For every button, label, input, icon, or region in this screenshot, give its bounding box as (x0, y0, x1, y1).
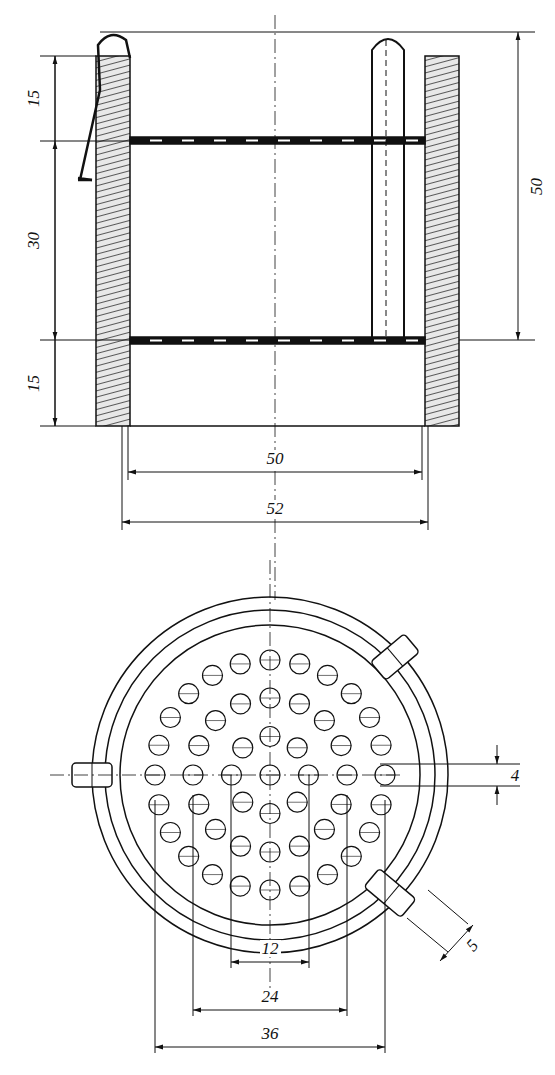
dimension-label: 36 (260, 1025, 281, 1042)
dimension-label: 12 (260, 940, 281, 957)
plan-view (50, 560, 520, 1053)
dimension-label: 50 (265, 450, 286, 467)
dimension-label: 52 (265, 500, 286, 517)
dimension-label: 50 (528, 176, 545, 197)
dimension-label: 15 (25, 373, 42, 394)
dimension-label: 5 (462, 935, 483, 956)
side-section (40, 15, 535, 600)
dimension-label: 30 (25, 230, 42, 251)
dimension-label: 4 (509, 767, 522, 784)
dimension-label: 15 (25, 88, 42, 109)
dimension-label: 24 (260, 988, 281, 1005)
